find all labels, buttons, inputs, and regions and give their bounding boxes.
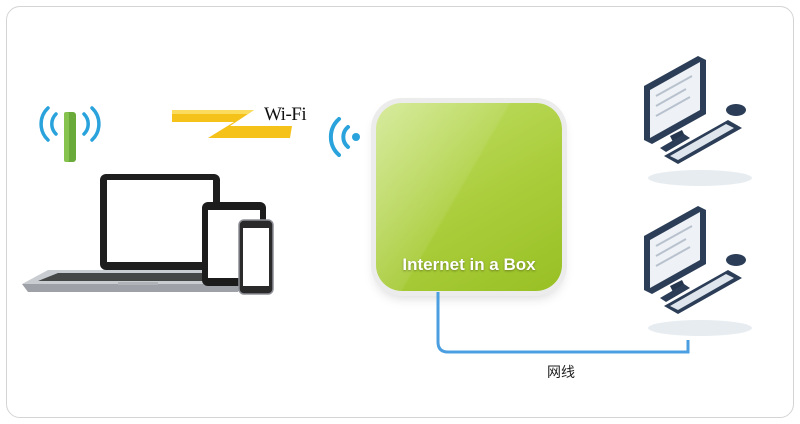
lightning-bolt-icon: [172, 110, 292, 138]
router-label: Internet in a Box: [402, 255, 536, 274]
laptop-icon: [22, 174, 242, 292]
router-gloss: [376, 103, 562, 291]
wifi-signal-icon: [328, 117, 360, 157]
desktop-computer-icon: [644, 56, 752, 186]
internet-in-a-box-router: Internet in a Box: [376, 103, 562, 291]
cable-label: 网线: [547, 365, 575, 381]
antenna-icon: [39, 106, 101, 162]
desktop-computer-icon: [644, 206, 752, 336]
wifi-label: Wi-Fi: [264, 104, 307, 125]
phone-icon: [238, 219, 274, 295]
network-cable: [436, 292, 690, 354]
